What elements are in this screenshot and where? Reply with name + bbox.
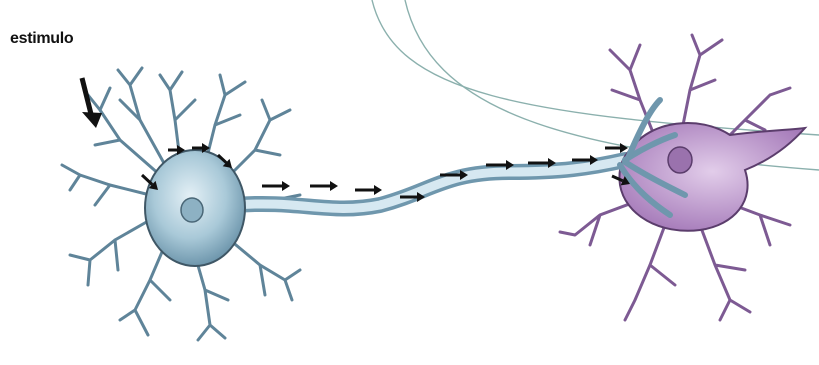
nucleus [181, 198, 203, 222]
signal-arrow [262, 181, 290, 191]
signal-arrow [355, 185, 382, 195]
signal-arrow [310, 181, 338, 191]
target-nucleus [668, 147, 692, 173]
axon-highlight [235, 160, 625, 209]
stimulus-label: estimulo [10, 30, 73, 48]
stimulus-arrow [82, 78, 102, 128]
